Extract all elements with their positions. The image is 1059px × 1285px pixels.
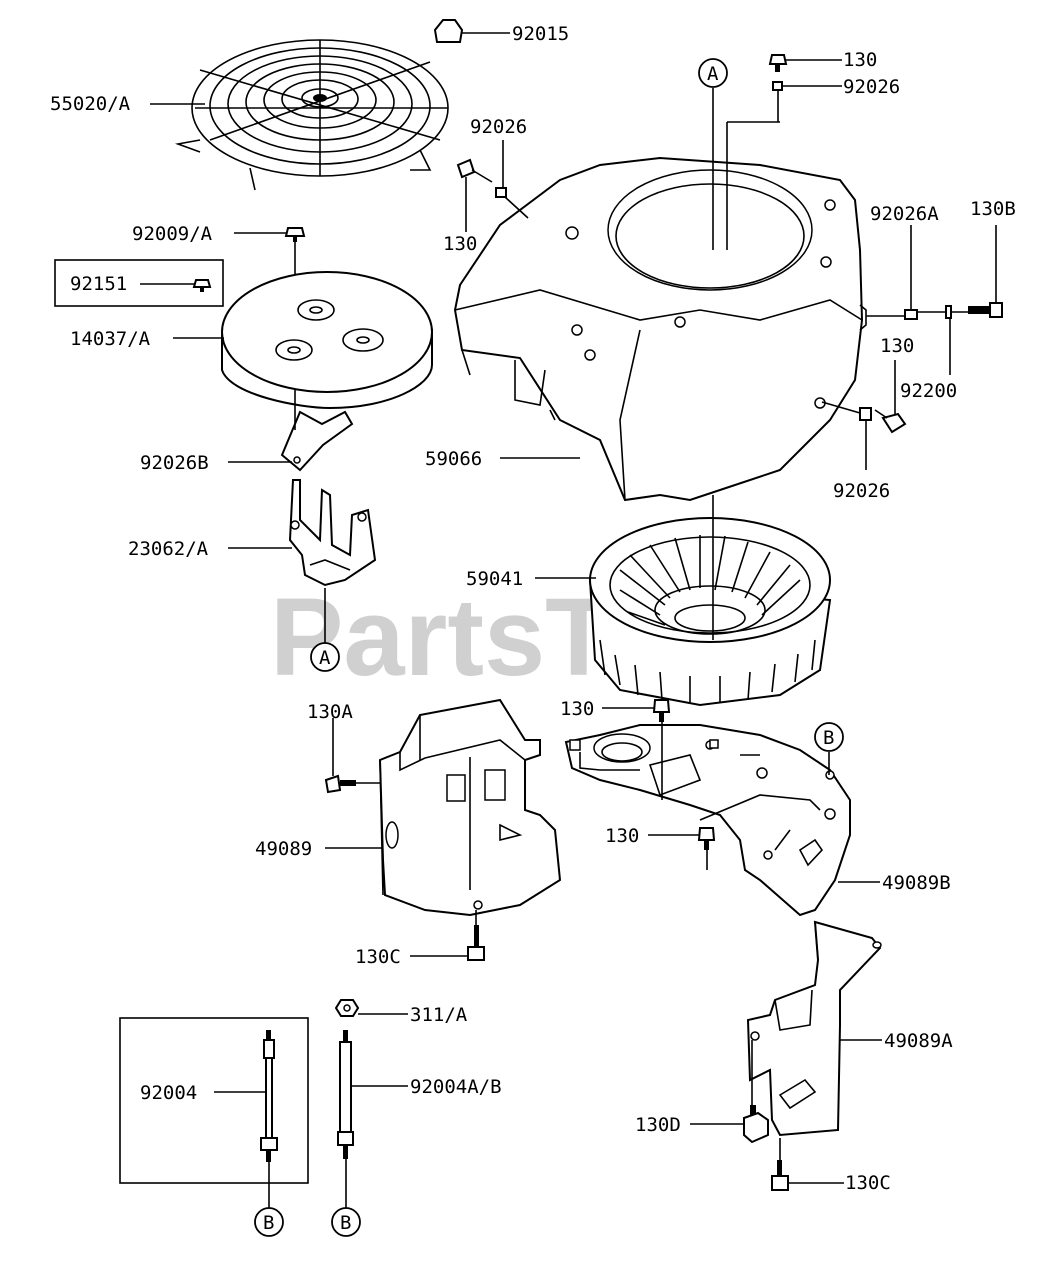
bolt-130A-part <box>324 774 356 794</box>
label-130B: 130B <box>970 198 1016 220</box>
box-92004 <box>119 1017 309 1184</box>
collar-92026A-part <box>904 309 918 320</box>
label-130C-left: 130C <box>355 946 401 968</box>
label-130-lower: 130 <box>605 825 639 847</box>
label-130-mid: 130 <box>560 698 594 720</box>
callout-b-right <box>814 722 844 752</box>
collar-92026-left-part <box>495 187 507 198</box>
label-49089: 49089 <box>255 838 312 860</box>
callout-a-bottom-text: A <box>319 647 331 669</box>
base-49089B-part <box>564 724 851 917</box>
label-59041: 59041 <box>466 568 523 590</box>
fan-guard-part <box>174 39 449 191</box>
callout-b-middle-text: B <box>340 1212 351 1234</box>
label-130C-right: 130C <box>845 1172 891 1194</box>
callout-b-left <box>254 1207 284 1237</box>
cover-plate-14037-part <box>221 271 433 410</box>
label-92004A-B: 92004A/B <box>410 1076 502 1098</box>
label-92026-left: 92026 <box>470 116 527 138</box>
label-92026-top: 92026 <box>843 76 900 98</box>
label-92026-right: 92026 <box>833 480 890 502</box>
label-49089A: 49089A <box>884 1030 953 1052</box>
label-92015: 92015 <box>512 23 569 45</box>
bolt-130-top-part <box>768 54 788 72</box>
label-59066: 59066 <box>425 448 482 470</box>
label-92151: 92151 <box>70 273 127 295</box>
label-92026B: 92026B <box>140 452 209 474</box>
label-14037-a: 14037/A <box>70 328 151 350</box>
collar-92026-right-part <box>859 407 872 421</box>
callout-a-bottom <box>310 642 340 672</box>
box-92151 <box>54 259 224 307</box>
bracket-23062-part <box>288 479 377 587</box>
label-92200: 92200 <box>900 380 957 402</box>
blower-housing-part <box>453 156 867 502</box>
stud-92004AB-part <box>337 1030 354 1159</box>
callout-a-top <box>698 58 728 88</box>
bolt-130-mid-part <box>652 699 671 722</box>
label-130D: 130D <box>635 1114 681 1136</box>
label-49089B: 49089B <box>882 872 951 894</box>
bolt-130D-part <box>743 1105 769 1144</box>
label-92026A: 92026A <box>870 203 939 225</box>
nut-92015-part <box>433 19 464 43</box>
bracket-92026B-part <box>280 410 354 472</box>
callout-b-middle <box>331 1207 361 1237</box>
label-55020-a: 55020/A <box>50 93 131 115</box>
callout-b-right-text: B <box>823 727 834 749</box>
label-130-left: 130 <box>443 233 477 255</box>
bolt-130-lower-part <box>697 827 716 850</box>
nut-311-part <box>334 999 360 1017</box>
screw-92009-part <box>284 227 306 242</box>
washer-92200-part <box>945 305 952 319</box>
stud-92004-part <box>260 1030 278 1162</box>
callout-b-left-text: B <box>263 1212 274 1234</box>
label-92004: 92004 <box>140 1082 197 1104</box>
bolt-130-left-part <box>456 158 493 183</box>
label-23062-a: 23062/A <box>128 538 209 560</box>
bolt-130-right-part <box>874 409 907 434</box>
bolt-130B-part <box>968 302 1003 318</box>
collar-92026-top-part <box>772 81 783 91</box>
label-130-top: 130 <box>843 49 877 71</box>
callout-a-top-text: A <box>707 63 719 85</box>
cooling-fan-part <box>588 517 832 707</box>
label-92009-a: 92009/A <box>132 223 213 245</box>
label-130A: 130A <box>307 701 353 723</box>
label-311-a: 311/A <box>410 1004 468 1026</box>
screw-92151-part <box>192 279 212 292</box>
shield-49089A-part <box>746 920 882 1137</box>
label-130-right: 130 <box>880 335 914 357</box>
bolt-130C-left-part <box>467 925 485 961</box>
bolt-130C-right-part <box>771 1160 789 1191</box>
